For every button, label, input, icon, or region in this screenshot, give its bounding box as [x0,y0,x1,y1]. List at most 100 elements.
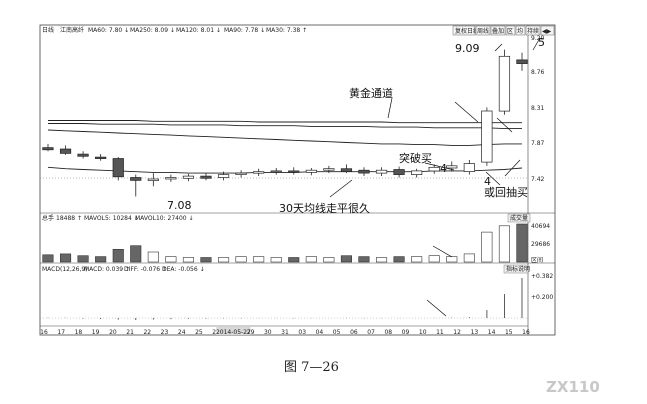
candle-up [182,175,195,179]
candle-down [77,153,89,157]
date-tick: 04 [316,329,324,336]
date-tick: 07 [367,329,375,336]
arrow-golden-channel [387,97,393,119]
arrow-breakout-a [454,101,479,123]
stock-name: 江南高纤 [60,26,84,34]
volume-mavol5: MAVOL5: 10284 ↓ [84,215,139,222]
candle-down [42,147,54,151]
date-tick: 23 [161,329,169,336]
toolbar: 复权日线 周线 叠加 区 均 持续 ◀▶ [452,25,555,36]
candle-up [481,110,493,163]
volume-bar [516,223,528,263]
toolbar-button-scroll[interactable] [540,25,555,36]
macd-tag-box[interactable] [503,264,529,274]
candle-up [323,168,335,171]
volume-bar [59,253,72,263]
candle-down [130,177,142,181]
annotation-low-price: 7.08 [167,199,192,212]
ma-label-60: MA60: 7.80 ↓ [88,27,129,34]
volume-bar [375,257,388,263]
candle-up [217,174,230,178]
toolbar-button-range[interactable] [505,25,516,36]
candle-down [288,170,300,173]
volume-bar [446,256,458,263]
volume-bar [481,231,493,263]
date-tick: 05 [333,329,341,336]
volume-bar [305,256,317,263]
volume-tag: 成交量 [510,214,528,222]
candle-up [375,169,388,174]
candle-down [358,169,370,174]
ma-label-30: MA30: 7.38 ↑ [266,27,307,34]
candle-up [498,55,511,112]
date-tick: 21 [126,329,134,336]
candle-up [305,169,317,173]
date-tick: 18 [75,329,83,336]
toolbar-button-adjusted[interactable] [452,25,476,36]
candle-down [200,175,212,179]
ma-label-250: MA250: 8.09 ↓ [130,27,175,34]
volume-bar [270,257,282,263]
period-label: 日线 [42,26,54,34]
candle-down [393,169,405,175]
toolbar-button-range-label: 区 [507,28,513,35]
price-tick: 7.87 [531,140,545,147]
candle-down [340,168,353,172]
arrow-label-5 [532,37,541,51]
annotation-label-4a: 4 [440,162,447,175]
macd-value: MACD: 0.039 ↑ [84,266,130,273]
volume-bar [411,256,423,263]
toolbar-button-hold[interactable] [525,25,541,36]
date-tick: 06 [350,329,358,336]
toolbar-button-weekly[interactable] [475,25,491,36]
date-tick: 11 [436,329,444,336]
volume-tick: 29686 [531,241,550,248]
volume-bar [95,256,107,263]
candle-up [270,170,282,173]
arrow-macd [426,299,447,317]
toolbar-button-overlay[interactable] [490,25,506,36]
date-tick: 19 [92,329,100,336]
annotation-pullback-buy: 或回抽买 [484,185,528,199]
date-tick: 2014-05-27 [216,329,251,336]
volume-bar [428,255,440,263]
date-tick: 12 [453,329,461,336]
macd-dea: DEA: -0.056 ↓ [162,266,205,273]
volume-bar [147,251,159,263]
macd-name: MACD(12,26,9) [42,266,88,273]
candle-up [428,166,440,172]
toolbar-button-weekly-label: 周线 [477,27,489,35]
candle-up [463,163,475,172]
ma-line-ma250 [48,120,522,124]
date-tick: 26 [212,329,220,336]
watermark: ZX110 [546,378,600,396]
date-tick: 13 [471,329,479,336]
price-tick: 9.20 [531,35,545,42]
candle-down [516,59,528,64]
date-tick: 29 [247,329,255,336]
candlesticks [42,49,528,197]
toolbar-button-hold-label: 持续 [527,27,539,35]
date-tick: 08 [384,329,392,336]
arrow-volume [432,245,453,258]
volume-bar [77,255,89,263]
candle-up [446,165,458,169]
macd-tick: +0.382 [531,273,553,280]
volume-range-label: 区间 [531,256,543,264]
date-tick: 31 [281,329,289,336]
toolbar-button-adjusted-label: 复权日线 [455,27,479,35]
toolbar-button-average[interactable] [515,25,526,36]
volume-bar [130,245,142,263]
volume-bar [253,256,265,263]
toolbar-button-average-label: 均 [517,27,523,35]
volume-bar [182,257,194,263]
arrow-ma30-flat [329,179,353,198]
volume-tag-box[interactable] [507,213,531,223]
date-tick: 03 [298,329,306,336]
volume-bar [165,256,177,263]
macd-tag: 指标说明 [506,265,530,273]
date-tick: 24 [178,329,186,336]
ma-line-ma30 [47,166,523,174]
toolbar-button-scroll-label: ◀▶ [542,28,552,35]
